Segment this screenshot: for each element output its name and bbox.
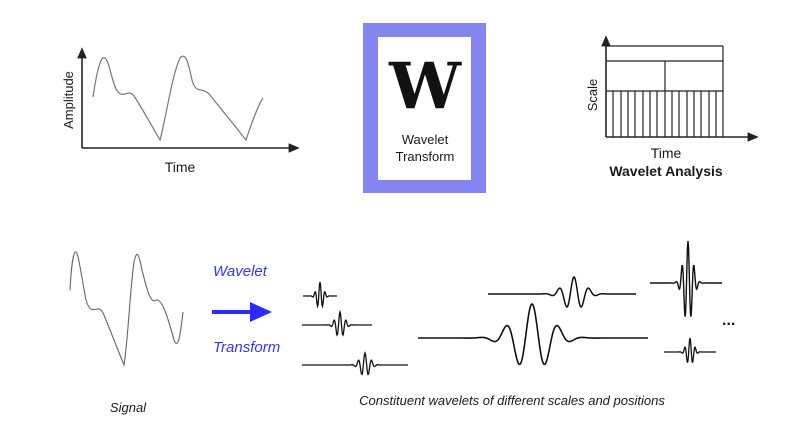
ellipsis: ... bbox=[722, 312, 735, 329]
wavelet-large-1 bbox=[418, 303, 648, 366]
wavelets-caption: Constituent wavelets of different scales… bbox=[359, 393, 665, 408]
top-signal-waveform bbox=[92, 55, 264, 142]
transform-arrow-head bbox=[250, 302, 272, 322]
time-axis-label: Time bbox=[165, 159, 196, 175]
wavelet-analysis-caption: Wavelet Analysis bbox=[609, 163, 723, 179]
wavelet-small-2 bbox=[302, 309, 372, 337]
arrow-label-transform: Transform bbox=[213, 339, 280, 356]
scale-time-grid bbox=[606, 45, 724, 137]
transform-arrow-group: Wavelet Transform bbox=[212, 263, 280, 356]
signal-caption: Signal bbox=[110, 400, 147, 415]
amplitude-axis-label: Amplitude bbox=[61, 71, 76, 129]
wavelet-transform-box: W Wavelet Transform bbox=[363, 23, 486, 193]
analysis-time-label: Time bbox=[651, 145, 682, 161]
wavelet-small-4 bbox=[664, 337, 716, 363]
wavelet-box-inner bbox=[378, 37, 471, 180]
scale-axis-label: Scale bbox=[585, 79, 600, 112]
wavelet-small-1 bbox=[303, 281, 337, 309]
wavelet-analysis-plot: Scale Time Wavelet Analysis bbox=[585, 35, 759, 179]
amplitude-time-plot: Amplitude Time bbox=[61, 47, 300, 175]
w-logo: W bbox=[388, 49, 462, 124]
wavelet-tall-1 bbox=[650, 240, 722, 317]
wavelet-box-line2: Transform bbox=[396, 149, 455, 164]
wavelet-box-line1: Wavelet bbox=[402, 132, 449, 147]
wavelet-small-3 bbox=[302, 351, 408, 376]
bottom-signal: Signal bbox=[69, 251, 184, 415]
constituent-wavelets bbox=[302, 240, 722, 376]
wavelet-medium-1 bbox=[488, 276, 636, 308]
bottom-signal-waveform bbox=[69, 251, 184, 368]
arrow-label-wavelet: Wavelet bbox=[213, 263, 268, 280]
